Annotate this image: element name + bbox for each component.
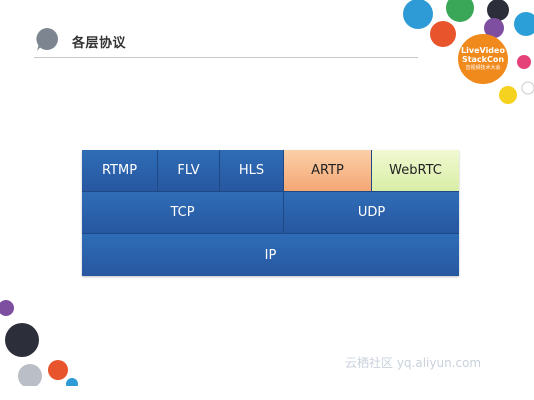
protocol-artp: ARTP	[284, 150, 372, 192]
protocol-udp: UDP	[284, 192, 459, 234]
logo-line-1: LiveVideo	[461, 46, 505, 55]
slide-title: 各层协议	[72, 36, 127, 51]
speech-bubble-icon	[36, 28, 58, 51]
protocol-stack-diagram: RTMP FLV HLS ARTP WebRTC TCP UDP IP	[82, 150, 459, 276]
decorative-bubbles-bottom-left	[0, 300, 78, 386]
livevideostackcon-logo: LiveVideo StackCon 音视频技术大会	[458, 34, 508, 84]
application-layer-row: RTMP FLV HLS ARTP WebRTC	[82, 150, 459, 192]
logo-line-2: StackCon	[461, 55, 505, 64]
logo-line-3: 音视频技术大会	[465, 65, 501, 71]
network-layer-row: IP	[82, 234, 459, 276]
watermark: 云栖社区 yq.aliyun.com	[345, 356, 482, 370]
decorative-bubbles-top-right	[403, 0, 534, 104]
protocol-tcp: TCP	[82, 192, 284, 234]
protocol-flv: FLV	[158, 150, 220, 192]
transport-layer-row: TCP UDP	[82, 192, 459, 234]
protocol-rtmp: RTMP	[82, 150, 158, 192]
title-divider	[34, 57, 418, 58]
protocol-ip: IP	[82, 234, 459, 276]
protocol-hls: HLS	[220, 150, 284, 192]
protocol-webrtc: WebRTC	[372, 150, 459, 192]
